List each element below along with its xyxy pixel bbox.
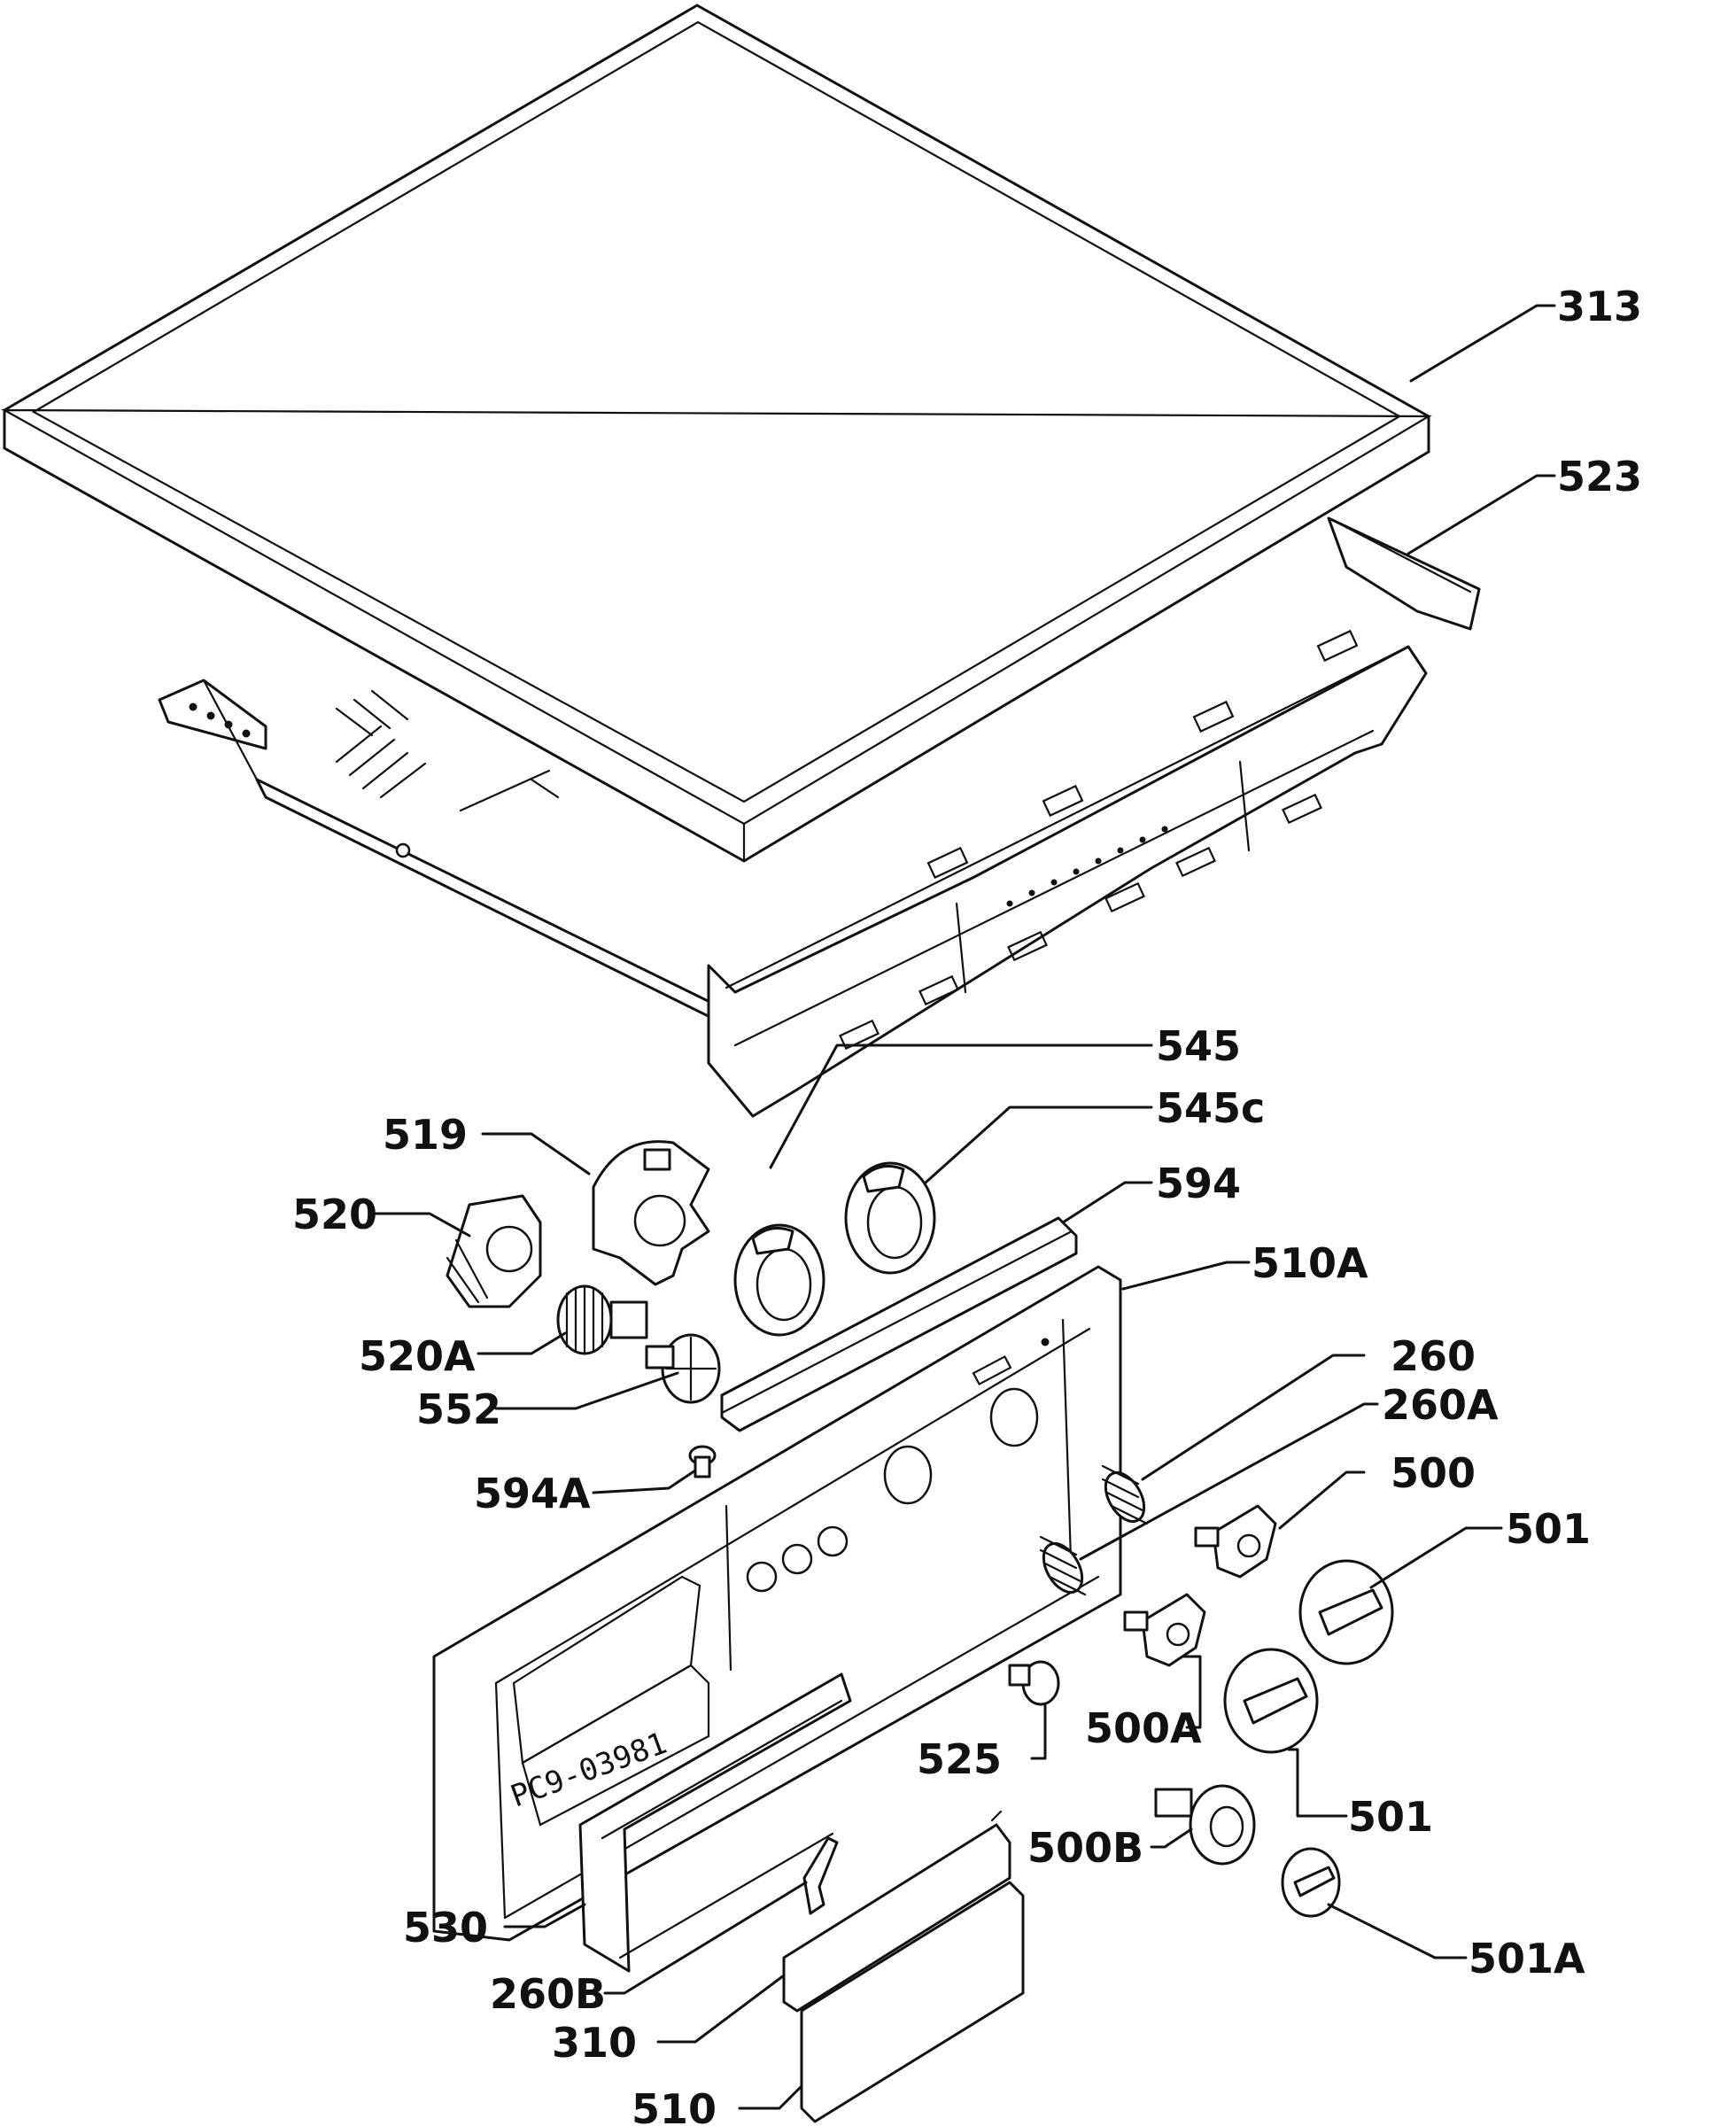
label-545: 545: [1156, 1022, 1241, 1070]
part-525-button: [1008, 1660, 1060, 1706]
label-310: 310: [552, 2019, 637, 2067]
label-520a: 520A: [359, 1332, 476, 1380]
label-500b: 500B: [1027, 1824, 1143, 1872]
leader-lines: [373, 304, 1556, 2110]
part-260a-spring: [1039, 1535, 1087, 1596]
part-520a-gear: [556, 1284, 648, 1355]
label-552: 552: [416, 1385, 501, 1433]
part-501-knob-lower: [1223, 1648, 1319, 1754]
part-520: [446, 1194, 542, 1308]
label-260b: 260B: [490, 1970, 606, 2018]
part-501-knob-upper: [1298, 1559, 1394, 1665]
label-525: 525: [917, 1735, 1002, 1783]
label-260a: 260A: [1382, 1381, 1499, 1429]
part-310-panel: [782, 1810, 1011, 2013]
part-519: [592, 1140, 710, 1286]
label-545c: 545c: [1156, 1084, 1265, 1132]
part-labels: 313 523 545 545c 594 519 520 510A 520A 5…: [292, 283, 1642, 2126]
part-500-switch: [1194, 1504, 1277, 1579]
label-501a: 501A: [1469, 1935, 1585, 1982]
part-260-spring: [1101, 1464, 1149, 1525]
label-510: 510: [632, 2085, 717, 2126]
label-519: 519: [383, 1111, 468, 1159]
part-545-bezel: [733, 1223, 825, 1337]
label-501-bottom: 501: [1348, 1793, 1433, 1841]
part-594a-screw: [688, 1445, 717, 1478]
label-520: 520: [292, 1191, 377, 1238]
part-545c-bezel: [844, 1161, 936, 1275]
label-523: 523: [1557, 453, 1642, 500]
part-510a-panel: [432, 1265, 1122, 1942]
part-594-strip: [720, 1216, 1078, 1432]
label-260: 260: [1391, 1332, 1476, 1380]
part-530-drawer-front: [578, 1672, 852, 1973]
label-501-top: 501: [1506, 1505, 1591, 1553]
label-500: 500: [1391, 1449, 1476, 1497]
label-313: 313: [1557, 283, 1642, 330]
label-530: 530: [403, 1904, 488, 1951]
part-510-panel: [800, 1881, 1025, 2123]
label-500a: 500A: [1085, 1704, 1202, 1752]
label-594: 594: [1156, 1160, 1241, 1207]
part-523-frame: [158, 516, 1481, 1118]
part-500a-switch: [1123, 1593, 1206, 1667]
part-552-knob: [645, 1333, 721, 1404]
part-500b-switch: [1154, 1784, 1256, 1866]
part-313-top-cover: [0, 4, 1432, 863]
label-510a: 510A: [1252, 1239, 1368, 1287]
part-501a-knob-small: [1281, 1847, 1341, 1918]
label-594a: 594A: [474, 1470, 591, 1517]
part-260b-clip: [802, 1836, 839, 1915]
